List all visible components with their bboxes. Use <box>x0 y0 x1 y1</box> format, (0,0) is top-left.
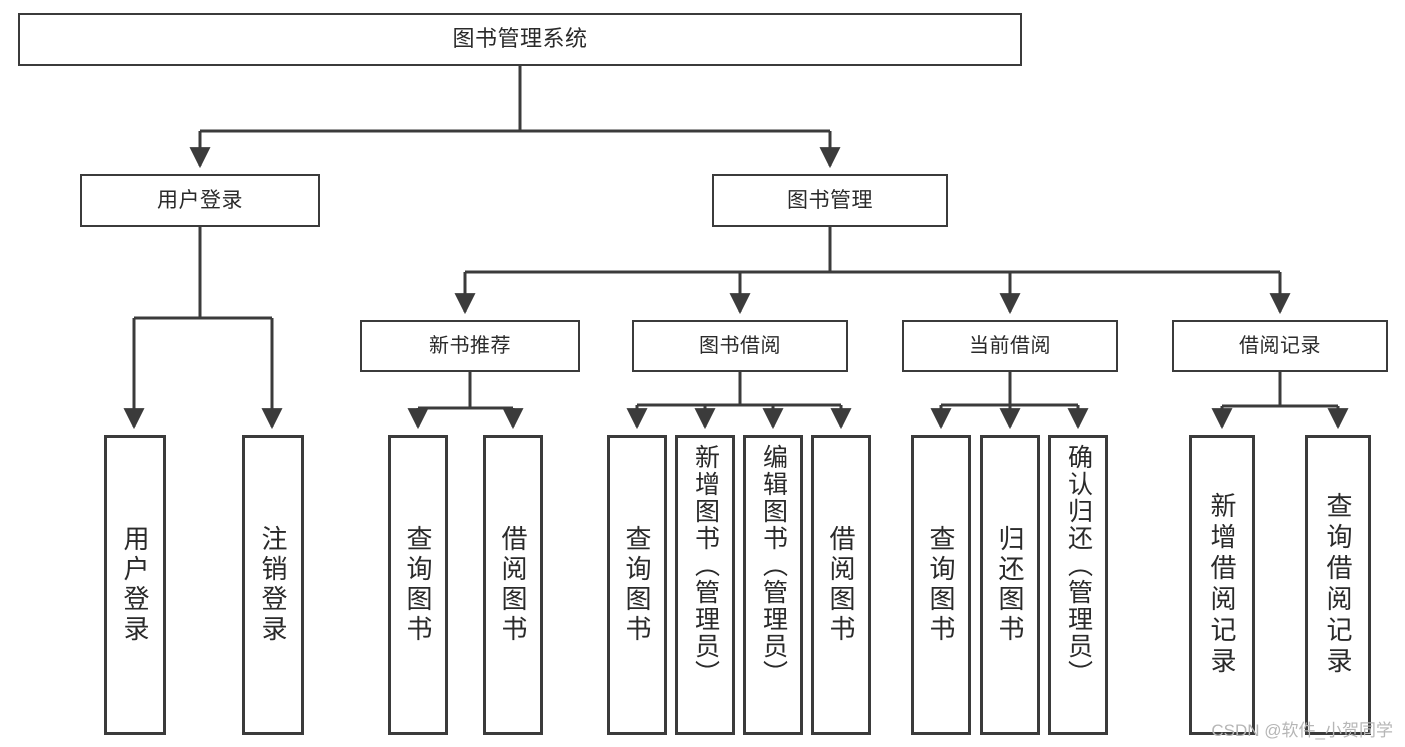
node-label: 借阅图书 <box>826 525 856 645</box>
node-label: 查询图书 <box>622 525 652 645</box>
node-current-borrow[interactable]: 当前借阅 <box>902 320 1118 372</box>
node-label: 注销登录 <box>258 525 288 645</box>
watermark-text: CSDN @软件_小贺同学 <box>1211 721 1393 740</box>
node-label: 编辑图书（管理员） <box>759 444 788 687</box>
node-root-system[interactable]: 图书管理系统 <box>18 13 1022 66</box>
node-label: 查询图书 <box>926 525 956 645</box>
node-book-management[interactable]: 图书管理 <box>712 174 948 227</box>
node-label: 查询图书 <box>403 525 433 645</box>
node-label: 归还图书 <box>995 525 1025 645</box>
node-label: 借阅图书 <box>498 525 528 645</box>
leaf-return-book[interactable]: 归还图书 <box>980 435 1040 735</box>
node-label: 图书管理 <box>787 188 873 212</box>
leaf-edit-book-admin[interactable]: 编辑图书（管理员） <box>743 435 803 735</box>
node-label: 新书推荐 <box>429 334 511 357</box>
node-label: 新增图书（管理员） <box>691 444 720 687</box>
leaf-confirm-return-admin[interactable]: 确认归还（管理员） <box>1048 435 1108 735</box>
leaf-borrow-book-newbook[interactable]: 借阅图书 <box>483 435 543 735</box>
node-label: 当前借阅 <box>969 334 1051 357</box>
node-label: 图书管理系统 <box>452 26 588 52</box>
node-borrow-record[interactable]: 借阅记录 <box>1172 320 1388 372</box>
leaf-add-book-admin[interactable]: 新增图书（管理员） <box>675 435 735 735</box>
node-label: 确认归还（管理员） <box>1064 444 1093 687</box>
node-label: 借阅记录 <box>1239 334 1321 357</box>
node-user-login[interactable]: 用户登录 <box>80 174 320 227</box>
leaf-query-book-borrow[interactable]: 查询图书 <box>607 435 667 735</box>
node-label: 查询借阅记录 <box>1323 492 1353 678</box>
node-label: 用户登录 <box>157 188 243 212</box>
leaf-logout[interactable]: 注销登录 <box>242 435 304 735</box>
node-book-borrow[interactable]: 图书借阅 <box>632 320 848 372</box>
node-label: 用户登录 <box>120 525 150 645</box>
node-new-book-recommend[interactable]: 新书推荐 <box>360 320 580 372</box>
leaf-query-borrow-record[interactable]: 查询借阅记录 <box>1305 435 1371 735</box>
leaf-query-book-current[interactable]: 查询图书 <box>911 435 971 735</box>
node-label: 图书借阅 <box>699 334 781 357</box>
leaf-user-login[interactable]: 用户登录 <box>104 435 166 735</box>
leaf-add-borrow-record[interactable]: 新增借阅记录 <box>1189 435 1255 735</box>
leaf-borrow-book[interactable]: 借阅图书 <box>811 435 871 735</box>
leaf-query-book-newbook[interactable]: 查询图书 <box>388 435 448 735</box>
node-label: 新增借阅记录 <box>1207 492 1237 678</box>
